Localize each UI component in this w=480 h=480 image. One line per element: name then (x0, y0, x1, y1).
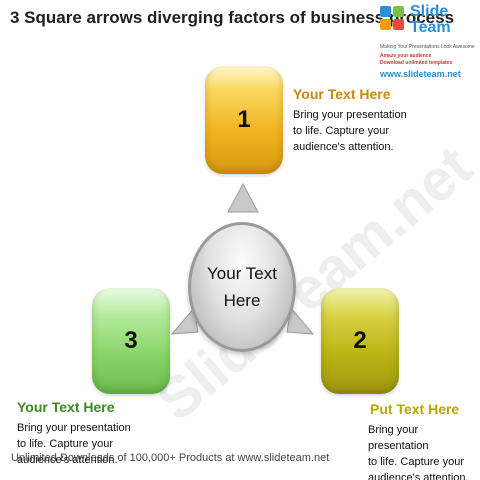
logo-name: Slide Team (410, 3, 451, 36)
factor-2-heading: Put Text Here (370, 401, 460, 417)
center-label: Your Text Here (207, 264, 277, 310)
factor-square-3[interactable]: 3 (92, 288, 170, 394)
factor-2-body: Bring your presentation to life. Capture… (368, 424, 469, 480)
center-circle[interactable] (188, 222, 296, 352)
logo-mark-icon (380, 6, 406, 36)
factor-number-1: 1 (237, 106, 251, 133)
logo-tagline: Making Your Presentations Look Awesome (380, 44, 475, 50)
factor-1-heading: Your Text Here (293, 86, 391, 102)
factor-3-heading: Your Text Here (17, 399, 115, 415)
factor-number-3: 3 (124, 327, 138, 354)
factor-square-2[interactable]: 2 (321, 288, 399, 394)
arrow-up-icon (227, 182, 259, 213)
slideteam-logo[interactable]: Slide Team Making Your Presentations Loo… (380, 2, 476, 82)
footer-link[interactable]: Unlimited Downloads of 100,000+ Products… (11, 452, 330, 464)
logo-url: www.slideteam.net (380, 69, 461, 79)
logo-subline-1: Amaze your audience (380, 53, 432, 59)
arrow-down-right-icon (286, 306, 315, 335)
factor-square-1[interactable]: 1 (205, 66, 283, 174)
factor-number-2: 2 (353, 327, 367, 354)
factor-3-body: Bring your presentation to life. Capture… (17, 422, 131, 466)
logo-subline-2: Download unlimited templates (380, 60, 453, 66)
page-title: 3 Square arrows diverging factors of bus… (10, 8, 455, 27)
factor-1-body: Bring your presentation to life. Capture… (293, 109, 407, 153)
